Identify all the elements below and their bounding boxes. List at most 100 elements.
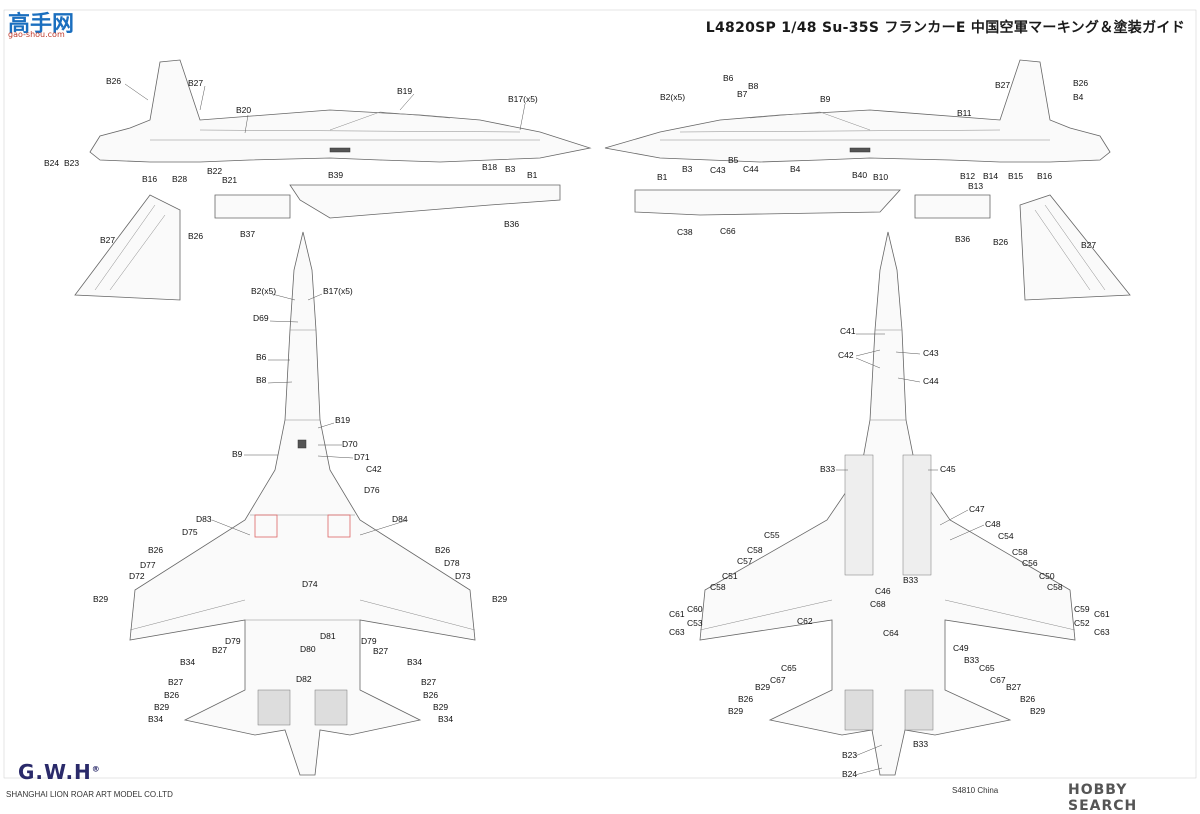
label-B2x5: B2(x5) <box>660 92 685 102</box>
label-B18: B18 <box>482 162 497 172</box>
label-D80: D80 <box>300 644 316 654</box>
label-B8: B8 <box>748 81 759 91</box>
label-C62: C62 <box>797 616 813 626</box>
label-C50: C50 <box>1039 571 1055 581</box>
label-B26-tl: B26 <box>148 545 163 555</box>
label-C59: C59 <box>1074 604 1090 614</box>
ventral-part-right <box>634 189 991 219</box>
label-D71: D71 <box>354 452 370 462</box>
label-B27-br: B27 <box>421 677 436 687</box>
label-C54: C54 <box>998 531 1014 541</box>
label-D79-l: D79 <box>225 636 241 646</box>
label-C47: C47 <box>969 504 985 514</box>
label-B26-br-b: B26 <box>1020 694 1035 704</box>
label-B29-bl-b: B29 <box>755 682 770 692</box>
label-B20: B20 <box>236 105 251 115</box>
label-C42-top: C42 <box>366 464 382 474</box>
label-D69: D69 <box>253 313 269 323</box>
label-B12: B12 <box>960 171 975 181</box>
label-B33-b: B33 <box>913 739 928 749</box>
label-B23-b: B23 <box>842 750 857 760</box>
label-D81: D81 <box>320 631 336 641</box>
label-B24: B24 <box>44 158 59 168</box>
label-B6-top: B6 <box>256 352 267 362</box>
top-view <box>129 231 476 776</box>
label-D70: D70 <box>342 439 358 449</box>
label-D78: D78 <box>444 558 460 568</box>
label-D82: D82 <box>296 674 312 684</box>
label-B26: B26 <box>106 76 121 86</box>
label-C58-l: C58 <box>747 545 763 555</box>
label-B34-bl: B34 <box>148 714 163 724</box>
label-B7: B7 <box>737 89 748 99</box>
label-B27-fin: B27 <box>100 235 115 245</box>
label-B27-tr: B27 <box>373 646 388 656</box>
label-B40: B40 <box>852 170 867 180</box>
label-B16-r: B16 <box>1037 171 1052 181</box>
label-D76: D76 <box>364 485 380 495</box>
label-B34-tr: B34 <box>407 657 422 667</box>
label-D73: D73 <box>455 571 471 581</box>
label-B27-bl: B27 <box>168 677 183 687</box>
label-C42-b: C42 <box>838 350 854 360</box>
label-C60: C60 <box>687 604 703 614</box>
label-B16: B16 <box>142 174 157 184</box>
label-B22: B22 <box>207 166 222 176</box>
label-B26-bl: B26 <box>164 690 179 700</box>
label-B17x5: B17(x5) <box>508 94 538 104</box>
label-C55: C55 <box>764 530 780 540</box>
label-B4: B4 <box>1073 92 1084 102</box>
label-B26-fin: B26 <box>188 231 203 241</box>
label-B36: B36 <box>504 219 519 229</box>
label-B27: B27 <box>188 78 203 88</box>
label-C43-b: C43 <box>923 348 939 358</box>
label-B1: B1 <box>527 170 538 180</box>
label-C58-r2: C58 <box>1047 582 1063 592</box>
label-B13: B13 <box>968 181 983 191</box>
label-C67-l: C67 <box>770 675 786 685</box>
label-C44-r: C44 <box>743 164 759 174</box>
label-B28: B28 <box>172 174 187 184</box>
side-view-right <box>604 59 1111 163</box>
label-C52: C52 <box>1074 618 1090 628</box>
label-B33-l: B33 <box>820 464 835 474</box>
label-C48: C48 <box>985 519 1001 529</box>
label-C61-l: C61 <box>669 609 685 619</box>
callouts-top-view: B2(x5) B17(x5) D69 B6 B8 B19 D70 B9 D71 … <box>93 286 507 724</box>
label-B23: B23 <box>64 158 79 168</box>
label-D83: D83 <box>196 514 212 524</box>
label-C45: C45 <box>940 464 956 474</box>
side-view-left <box>89 59 592 163</box>
label-C66: C66 <box>720 226 736 236</box>
label-B4-r: B4 <box>790 164 801 174</box>
label-B27-b: B27 <box>1006 682 1021 692</box>
label-B1-r: B1 <box>657 172 668 182</box>
footer-code: S4810 China <box>952 786 999 795</box>
label-B5: B5 <box>728 155 739 165</box>
label-D74: D74 <box>302 579 318 589</box>
label-B26-br: B26 <box>423 690 438 700</box>
label-B29-bl2: B29 <box>728 706 743 716</box>
label-D77: D77 <box>140 560 156 570</box>
callouts-bottom-view: C41 C42 C43 C44 B33 C45 C47 C48 C55 C54 … <box>669 326 1110 779</box>
callouts-right-side: B2(x5) B6 B8 B7 B9 B27 B26 B4 B11 B1 B3 … <box>657 73 1096 250</box>
fin-left <box>74 194 181 301</box>
registered-mark: ® <box>91 764 101 774</box>
label-C44-b: C44 <box>923 376 939 386</box>
label-C43-r: C43 <box>710 165 726 175</box>
label-B29-bl: B29 <box>154 702 169 712</box>
company-name: SHANGHAI LION ROAR ART MODEL CO.LTD <box>6 790 173 799</box>
label-B26-r: B26 <box>1073 78 1088 88</box>
label-C67-r: C67 <box>990 675 1006 685</box>
label-B33-r: B33 <box>964 655 979 665</box>
label-B24-b: B24 <box>842 769 857 779</box>
label-B27-fin-r: B27 <box>1081 240 1096 250</box>
label-B27-r: B27 <box>995 80 1010 90</box>
label-C53: C53 <box>687 618 703 628</box>
label-C65-l: C65 <box>781 663 797 673</box>
label-C68: C68 <box>870 599 886 609</box>
watermark-logo: 高手网 <box>8 12 75 37</box>
label-C57: C57 <box>737 556 753 566</box>
label-D79-r: D79 <box>361 636 377 646</box>
